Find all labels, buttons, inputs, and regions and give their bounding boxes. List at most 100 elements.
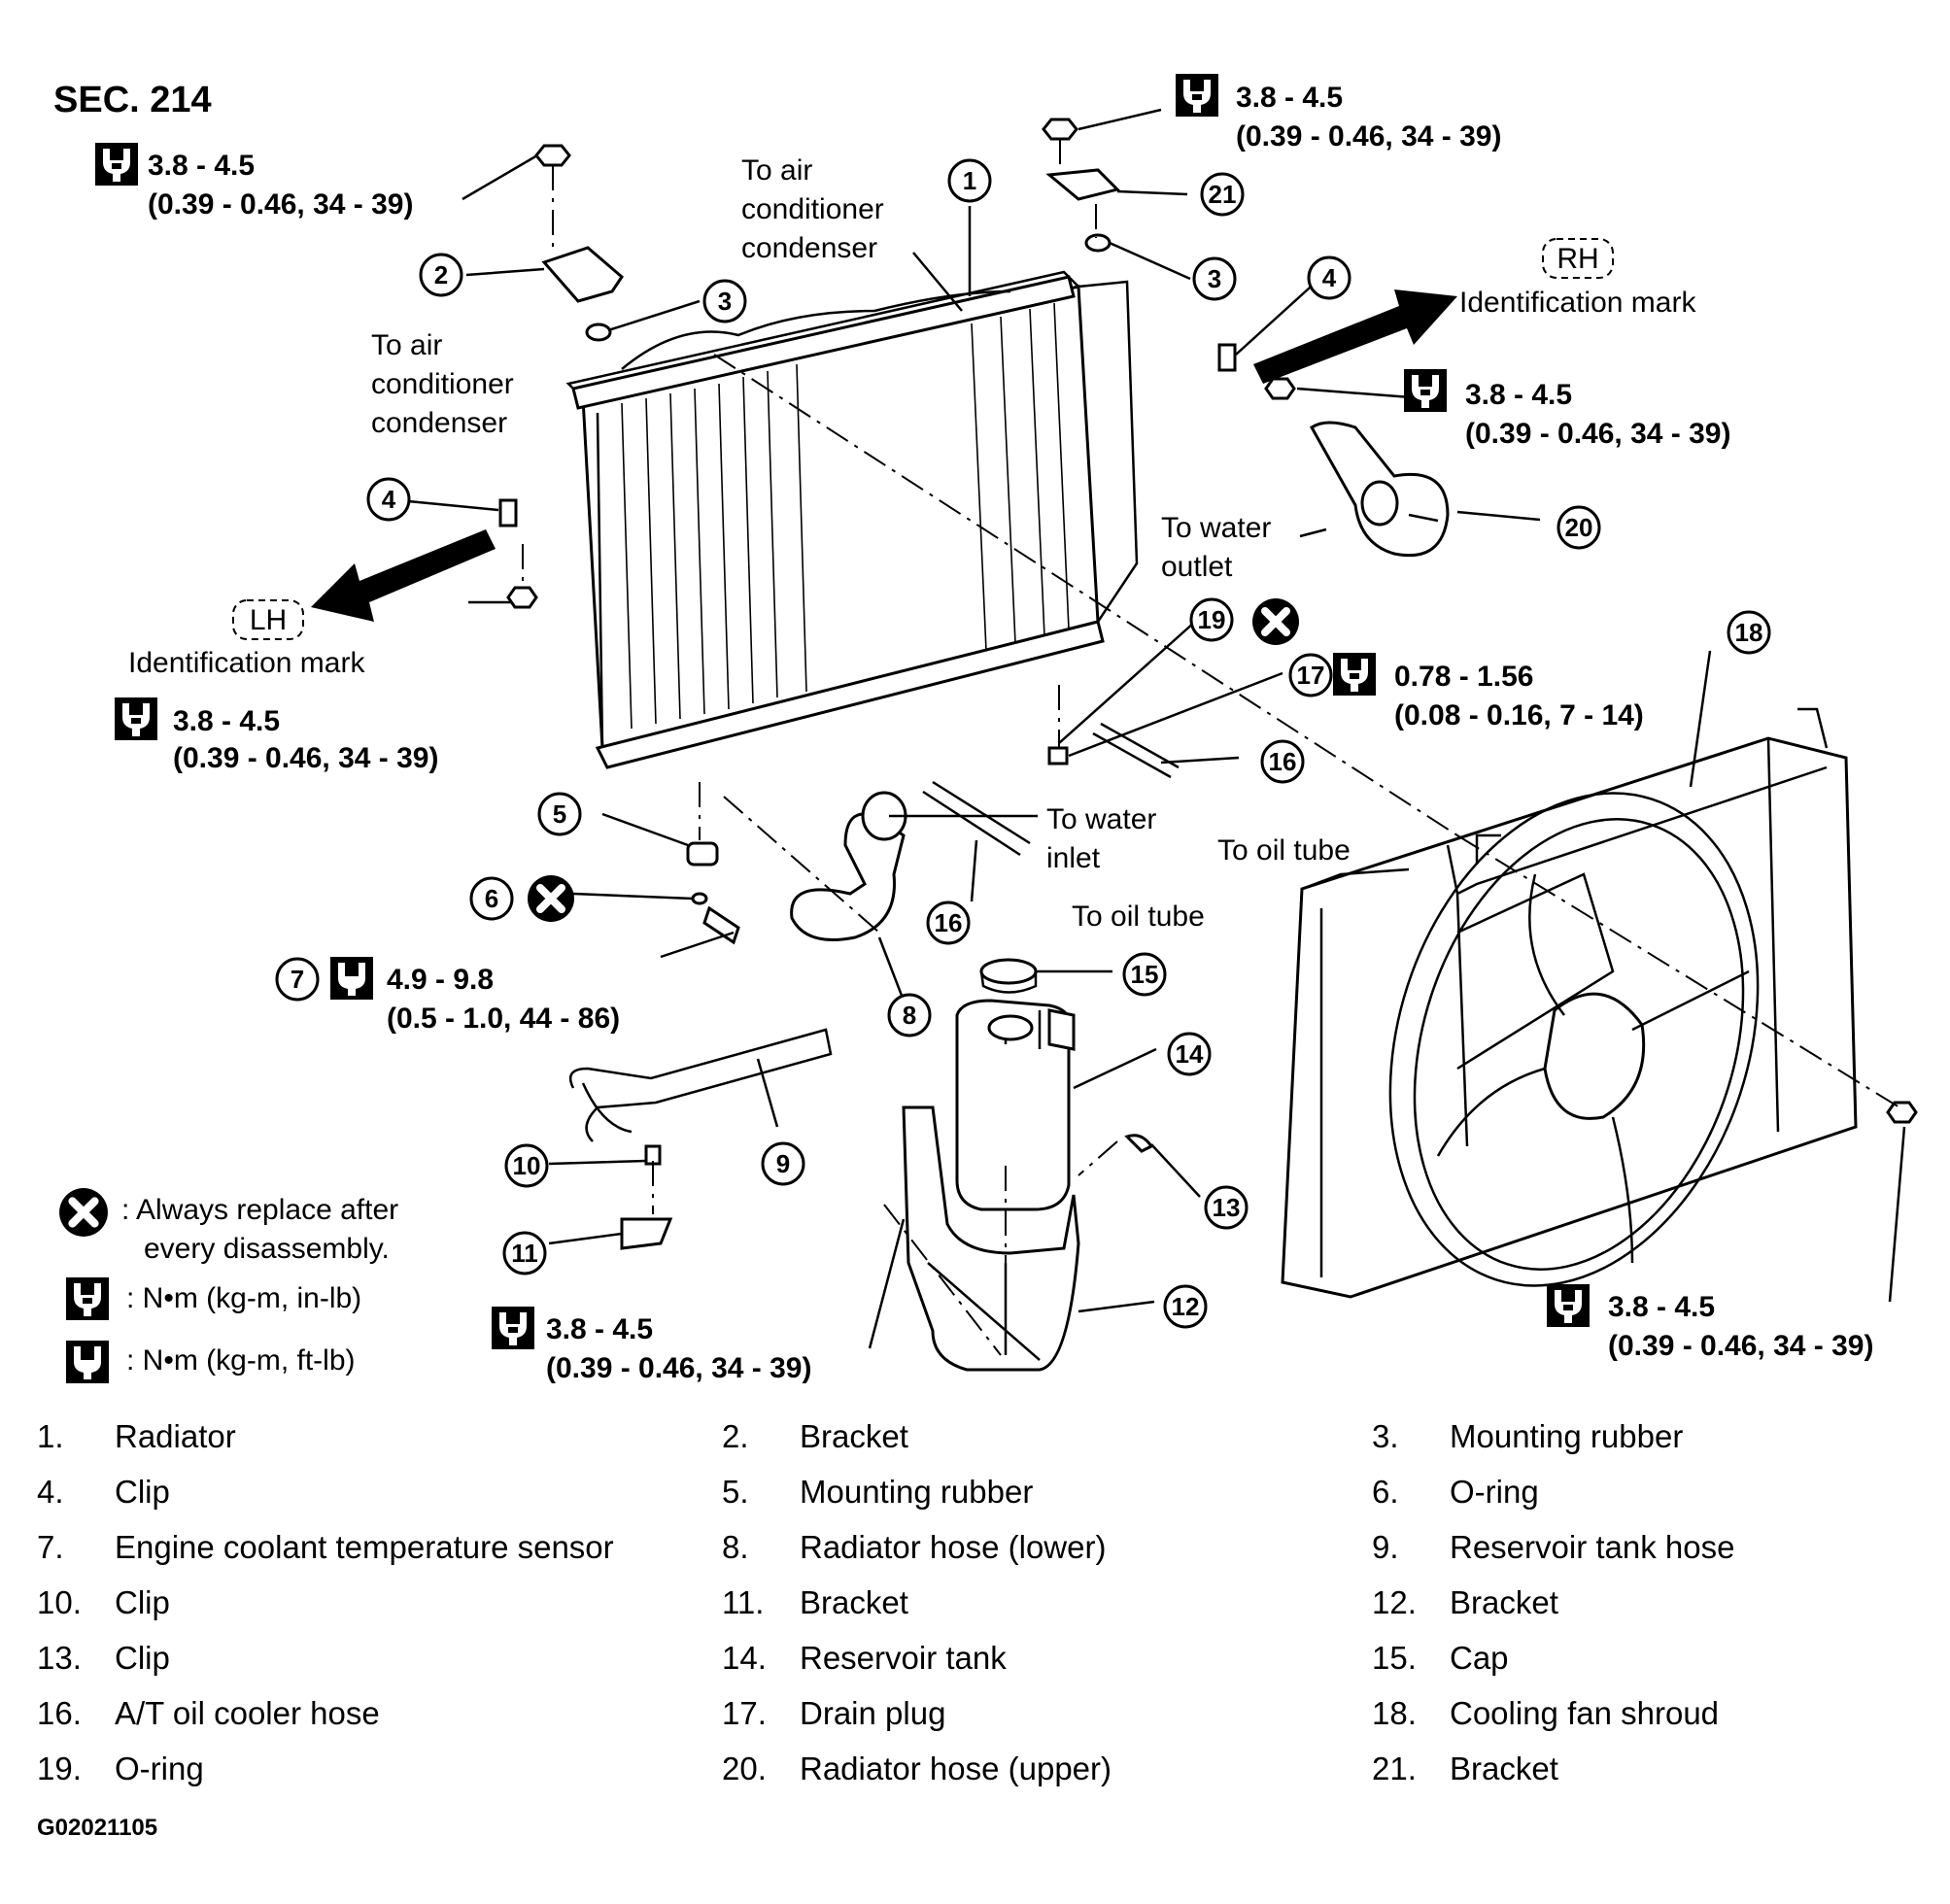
note-arrows xyxy=(889,527,1327,818)
radiator-hose-lower xyxy=(790,791,907,941)
svg-text:12: 12 xyxy=(1172,1292,1200,1321)
drain-plug xyxy=(1047,746,1069,765)
svg-text:2: 2 xyxy=(434,260,448,289)
callout-3-right: 3 xyxy=(1192,256,1237,301)
clip-4-right xyxy=(1217,343,1237,372)
svg-text:(0.08 - 0.16, 7 - 14): (0.08 - 0.16, 7 - 14) xyxy=(1394,699,1644,731)
svg-text:conditioner: conditioner xyxy=(741,193,884,225)
lh-identification-mark: LH Identification mark xyxy=(128,599,365,679)
bracket-21 xyxy=(1045,168,1120,201)
reservoir-cap xyxy=(979,958,1038,994)
wrench-torque-icon xyxy=(115,697,157,740)
leader-lines xyxy=(397,108,1906,1349)
svg-text:every disassembly.: every disassembly. xyxy=(144,1233,390,1265)
callout-4-right: 4 xyxy=(1307,255,1351,300)
svg-text:6: 6 xyxy=(485,884,498,913)
mounting-rubber-3-right xyxy=(1084,233,1112,253)
svg-text:9: 9 xyxy=(776,1149,790,1178)
mounting-rubber-5 xyxy=(686,841,719,867)
svg-text:7: 7 xyxy=(291,965,304,994)
svg-text:Identification mark: Identification mark xyxy=(128,647,365,679)
bolt-top-left xyxy=(534,144,571,167)
torque-spec-drain-plug: 0.78 - 1.56 (0.08 - 0.16, 7 - 14) xyxy=(1333,653,1644,731)
callout-21: 21 xyxy=(1200,172,1245,217)
svg-text:3.8 - 4.5: 3.8 - 4.5 xyxy=(1465,379,1572,411)
svg-text:3: 3 xyxy=(1208,264,1221,293)
svg-text:outlet: outlet xyxy=(1161,551,1233,583)
svg-text:5: 5 xyxy=(553,799,566,829)
svg-text:0.78 - 1.56: 0.78 - 1.56 xyxy=(1394,661,1533,693)
callout-12: 12 xyxy=(1163,1284,1208,1329)
note-to-water-inlet: To water inlet xyxy=(1046,803,1156,874)
torque-spec-lh-clip: 3.8 - 4.5 (0.39 - 0.46, 34 - 39) xyxy=(115,697,439,774)
svg-text:(0.39 - 0.46, 34 - 39): (0.39 - 0.46, 34 - 39) xyxy=(173,742,439,774)
callout-14: 14 xyxy=(1167,1032,1212,1076)
svg-text:1: 1 xyxy=(963,166,976,195)
replace-part-icon-19 xyxy=(1252,598,1299,645)
callout-19: 19 xyxy=(1189,597,1234,642)
svg-text:20: 20 xyxy=(1565,513,1593,542)
svg-text:To water: To water xyxy=(1046,803,1156,835)
radiator xyxy=(565,270,1139,769)
cooling-fan-shroud xyxy=(1281,707,1858,1299)
svg-text:21: 21 xyxy=(1209,180,1237,209)
torque-spec-rh-clip: 3.8 - 4.5 (0.39 - 0.46, 34 - 39) xyxy=(1404,369,1731,450)
svg-text:RH: RH xyxy=(1557,243,1598,275)
wrench-torque-icon xyxy=(95,143,138,186)
svg-text:4: 4 xyxy=(1322,263,1337,292)
svg-text:: N•m (kg-m, ft-lb): : N•m (kg-m, ft-lb) xyxy=(126,1344,356,1377)
callout-20: 20 xyxy=(1557,505,1601,550)
callouts: 1 2 3 3 4 4 5 6 7 8 9 10 11 12 13 14 15 … xyxy=(275,158,1771,1329)
callout-9: 9 xyxy=(761,1141,805,1186)
wrench-torque-icon xyxy=(1547,1284,1590,1327)
svg-text:14: 14 xyxy=(1176,1039,1204,1069)
coolant-temperature-sensor xyxy=(691,892,740,945)
callout-15: 15 xyxy=(1122,952,1167,997)
torque-spec-shroud: 3.8 - 4.5 (0.39 - 0.46, 34 - 39) xyxy=(1547,1284,1874,1362)
callout-17: 17 xyxy=(1288,653,1333,697)
rh-identification-mark: RH Identification mark xyxy=(1459,238,1696,319)
figure-id: G02021105 xyxy=(37,1815,158,1841)
callout-10: 10 xyxy=(504,1143,549,1188)
svg-text:18: 18 xyxy=(1735,618,1763,647)
callout-2: 2 xyxy=(419,253,463,297)
alignment-lines xyxy=(522,139,1900,1356)
replace-part-icon xyxy=(59,1188,108,1237)
callout-11: 11 xyxy=(502,1231,547,1275)
bolt-clip-left xyxy=(506,586,538,609)
torque-spec-reservoir: 3.8 - 4.5 (0.39 - 0.46, 34 - 39) xyxy=(492,1307,812,1384)
svg-text:3: 3 xyxy=(718,287,732,316)
svg-text:16: 16 xyxy=(1269,747,1297,776)
svg-text:4.9 - 9.8: 4.9 - 9.8 xyxy=(387,964,494,996)
svg-text:13: 13 xyxy=(1213,1193,1241,1222)
svg-text:(0.39 - 0.46, 34 - 39): (0.39 - 0.46, 34 - 39) xyxy=(148,188,414,221)
bolt-shroud xyxy=(1886,1101,1918,1124)
svg-text:10: 10 xyxy=(513,1151,541,1180)
section-title: SEC. 214 xyxy=(53,80,212,120)
svg-text:3.8 - 4.5: 3.8 - 4.5 xyxy=(173,705,280,737)
callout-5: 5 xyxy=(537,792,582,836)
svg-text:inlet: inlet xyxy=(1046,842,1101,874)
note-to-oil-tube-right: To oil tube xyxy=(1217,834,1351,867)
callout-18: 18 xyxy=(1727,610,1771,655)
replace-part-icon-6 xyxy=(528,875,574,922)
bolt-clip-right xyxy=(1264,377,1296,400)
clip-4-left xyxy=(498,498,518,527)
svg-text:15: 15 xyxy=(1131,960,1159,989)
reservoir-tank-hose xyxy=(568,1028,833,1142)
torque-spec-sensor: 4.9 - 9.8 (0.5 - 1.0, 44 - 86) xyxy=(330,957,620,1035)
rh-direction-arrow xyxy=(1253,289,1457,384)
wrench-torque-icon xyxy=(66,1277,109,1320)
svg-text:conditioner: conditioner xyxy=(371,368,514,400)
wrench-torque-icon xyxy=(1333,653,1376,696)
svg-text:To air: To air xyxy=(371,329,442,361)
clip-13 xyxy=(1124,1134,1154,1153)
svg-text:Identification mark: Identification mark xyxy=(1459,287,1696,319)
wrench-ft-lb-icon xyxy=(330,957,373,1000)
note-to-water-outlet: To water outlet xyxy=(1161,512,1271,583)
svg-text:: Always replace after: : Always replace after xyxy=(121,1194,398,1226)
callout-1: 1 xyxy=(947,158,992,203)
svg-text:condenser: condenser xyxy=(371,407,507,439)
